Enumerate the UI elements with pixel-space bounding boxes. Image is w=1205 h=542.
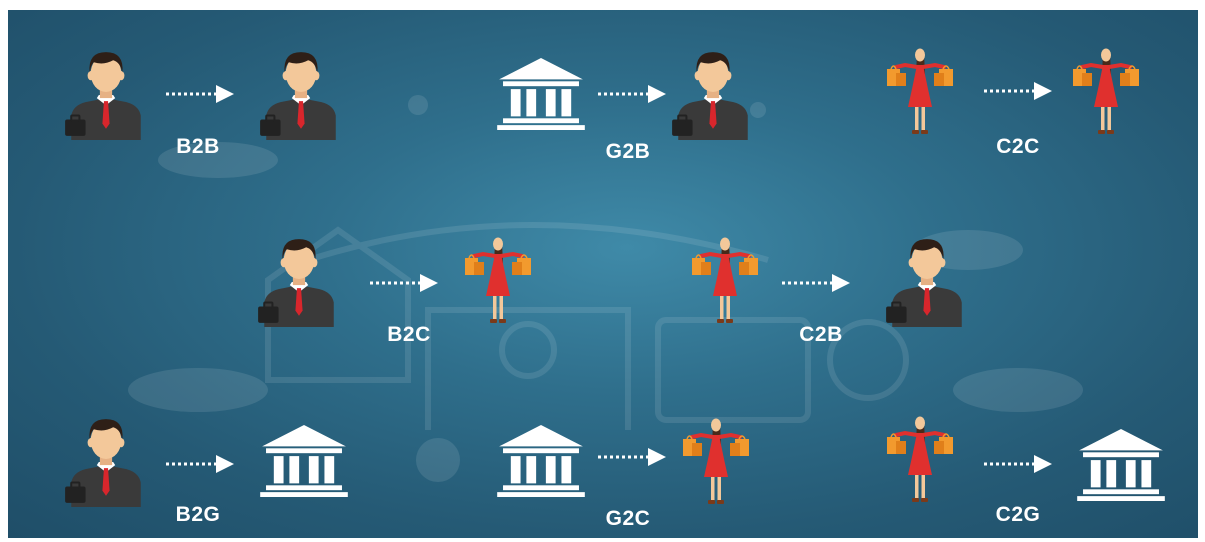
model-label-b2b: B2B	[176, 135, 220, 158]
shopper-woman-icon	[465, 234, 531, 326]
arrow-right-icon	[598, 448, 666, 466]
model-label-g2b: G2B	[605, 140, 651, 163]
bank-building-icon	[497, 56, 585, 130]
model-label-g2c: G2C	[605, 507, 651, 530]
arrow-right-icon	[598, 85, 666, 103]
ecommerce-models-diagram: B2B G2B C2C B2C C2B B2G G2C C2G	[8, 10, 1198, 538]
businessman-icon	[65, 48, 147, 140]
bank-building-icon	[497, 423, 585, 497]
arrow-right-icon	[166, 455, 234, 473]
businessman-icon	[260, 48, 342, 140]
arrow-right-icon	[166, 85, 234, 103]
shopper-woman-icon	[683, 415, 749, 507]
shopper-woman-icon	[1073, 45, 1139, 137]
model-label-c2c: C2C	[996, 135, 1040, 158]
model-label-c2g: C2G	[995, 503, 1041, 526]
shopper-woman-icon	[887, 413, 953, 505]
businessman-icon	[672, 48, 754, 140]
bank-building-icon	[260, 423, 348, 497]
businessman-icon	[65, 415, 147, 507]
model-label-b2c: B2C	[387, 323, 431, 346]
arrow-right-icon	[984, 82, 1052, 100]
bank-building-icon	[1077, 427, 1165, 501]
arrow-right-icon	[782, 274, 850, 292]
model-label-b2g: B2G	[175, 503, 221, 526]
shopper-woman-icon	[692, 234, 758, 326]
model-label-c2b: C2B	[799, 323, 843, 346]
businessman-icon	[886, 235, 968, 327]
arrow-right-icon	[984, 455, 1052, 473]
arrow-right-icon	[370, 274, 438, 292]
shopper-woman-icon	[887, 45, 953, 137]
businessman-icon	[258, 235, 340, 327]
